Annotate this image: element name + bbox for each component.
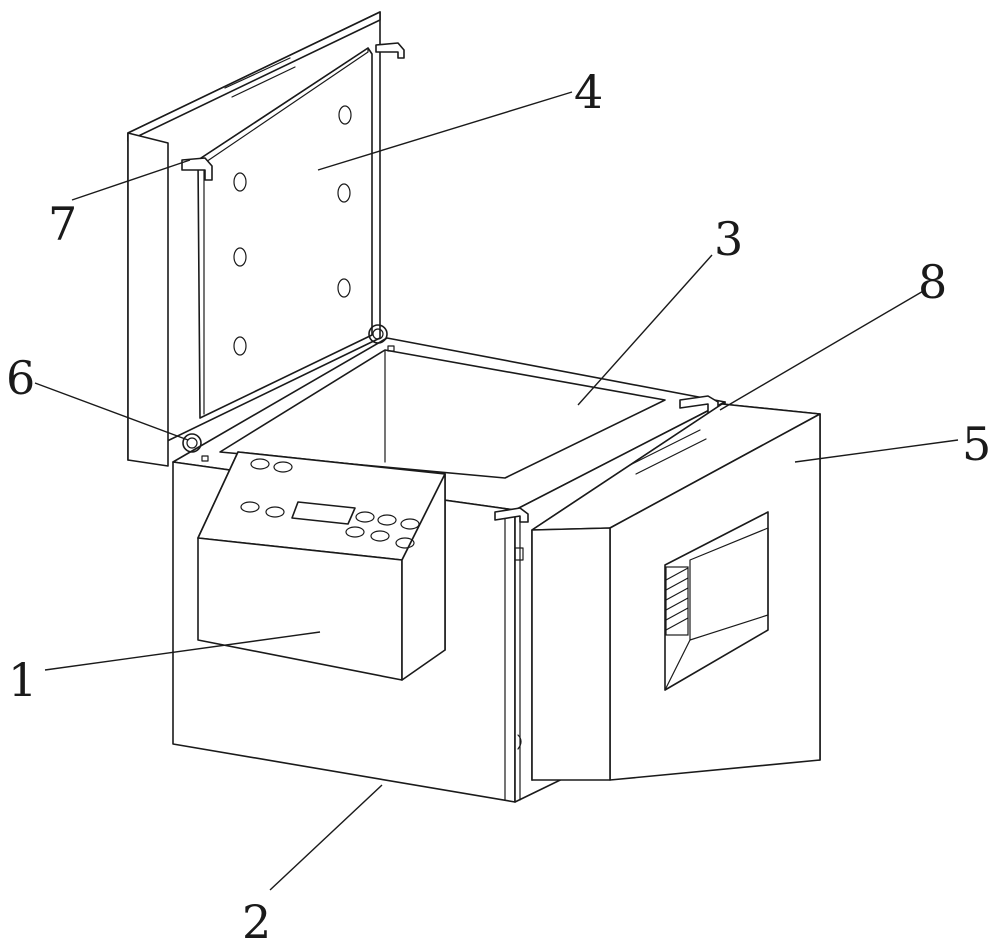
hinge-lower-inner [186,437,198,449]
module-highlight-2 [635,438,707,475]
panel-hole [338,105,352,125]
module-hatch-frame [665,566,689,636]
clips [181,42,405,181]
hinge-tab [387,345,395,352]
control-button [345,526,365,538]
label-2: 2 [242,895,271,948]
hatch-line [665,607,689,621]
module-window-inner [689,527,769,641]
hatch-line [665,617,689,631]
hatch-line [665,587,689,601]
control-button [400,518,420,530]
lid-highlight [224,57,291,89]
label-3: 3 [714,212,743,266]
side-module-side [531,527,611,781]
control-button [395,537,415,549]
control-display [291,501,356,525]
hinge-upper [368,324,388,344]
hinges [182,324,395,462]
label-7: 7 [48,197,77,251]
hinge-upper-inner [372,328,384,340]
control-button [370,530,390,542]
leader-lines [34,91,959,891]
bracket-front [494,507,529,523]
label-6: 6 [6,351,35,405]
leader-7 [71,159,191,201]
hatch-line [665,597,689,611]
label-8: 8 [918,255,947,309]
module-window-depth [664,639,691,691]
panel-hole [233,172,247,192]
leader-1 [44,631,321,671]
side-latch-lower [517,734,522,750]
control-button [240,501,260,513]
leader-4 [317,91,573,171]
part-labels: 1 2 3 4 5 6 7 8 [6,65,991,948]
leader-8 [719,289,926,411]
label-1: 1 [8,653,37,707]
module-highlight [629,429,701,466]
leader-5 [794,439,959,463]
control-box [197,451,446,681]
label-5: 5 [962,417,991,471]
side-latch [514,547,524,561]
module-window [664,511,769,691]
side-module [531,403,821,781]
clip-top [375,42,405,59]
control-button [377,514,397,526]
control-button [265,506,285,518]
leader-3 [577,254,713,406]
clip-left [181,157,213,181]
label-4: 4 [574,65,603,119]
lid-side-edge [127,132,169,467]
box-opening [219,349,666,479]
hatch-line [665,567,689,581]
control-button [355,511,375,523]
panel-hole [233,247,247,267]
panel-hole [233,336,247,356]
bracket [494,395,719,523]
control-button [273,461,293,473]
leader-6 [34,382,189,441]
hinge-tab [201,455,209,462]
lid-highlight-2 [231,66,296,98]
hinge-lower [182,433,202,453]
inner-panel [197,47,373,419]
control-button [250,458,270,470]
panel-hole [337,183,351,203]
panel-hole [337,278,351,298]
control-box-side [401,473,446,681]
leader-2 [269,784,383,891]
hatch-line [665,577,689,591]
